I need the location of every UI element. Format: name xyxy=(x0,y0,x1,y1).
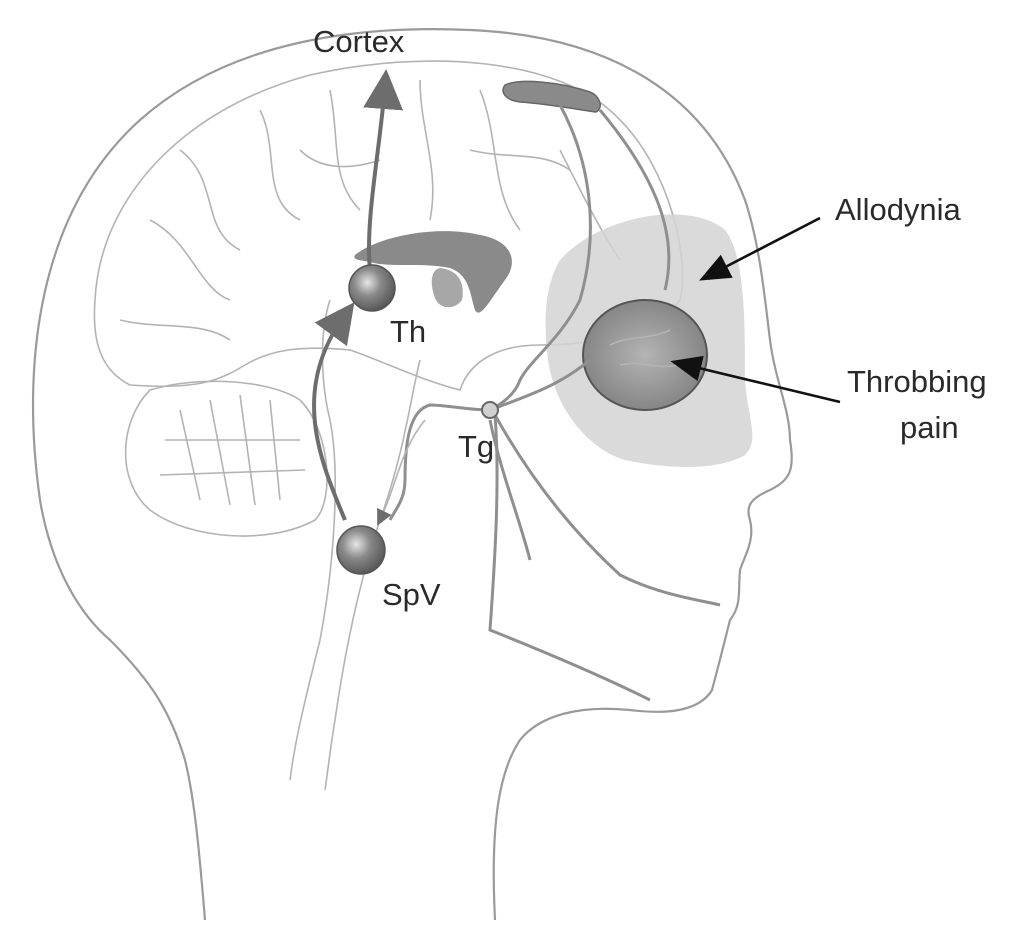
thalamus-region xyxy=(432,268,463,307)
head-outline xyxy=(33,29,792,920)
label-allodynia: Allodynia xyxy=(835,192,962,227)
eye-throbbing-region xyxy=(583,300,707,410)
brainstem-front xyxy=(325,360,420,790)
meningeal-vessel xyxy=(503,81,600,112)
label-tg: Tg xyxy=(458,429,494,464)
neck-back-outline xyxy=(40,500,205,920)
label-spv: SpV xyxy=(382,577,441,612)
pathway-tg-to-spv xyxy=(380,420,425,520)
trigeminal-ganglion xyxy=(482,402,498,418)
label-cortex: Cortex xyxy=(313,24,405,59)
cerebellum-folds xyxy=(160,395,305,505)
brainstem xyxy=(290,300,335,780)
spv-nucleus xyxy=(337,526,385,574)
label-th: Th xyxy=(390,314,426,349)
label-pain: pain xyxy=(900,410,959,445)
label-throbbing: Throbbing xyxy=(847,364,987,399)
cerebellum xyxy=(126,381,327,536)
thalamus-nucleus xyxy=(349,265,395,311)
